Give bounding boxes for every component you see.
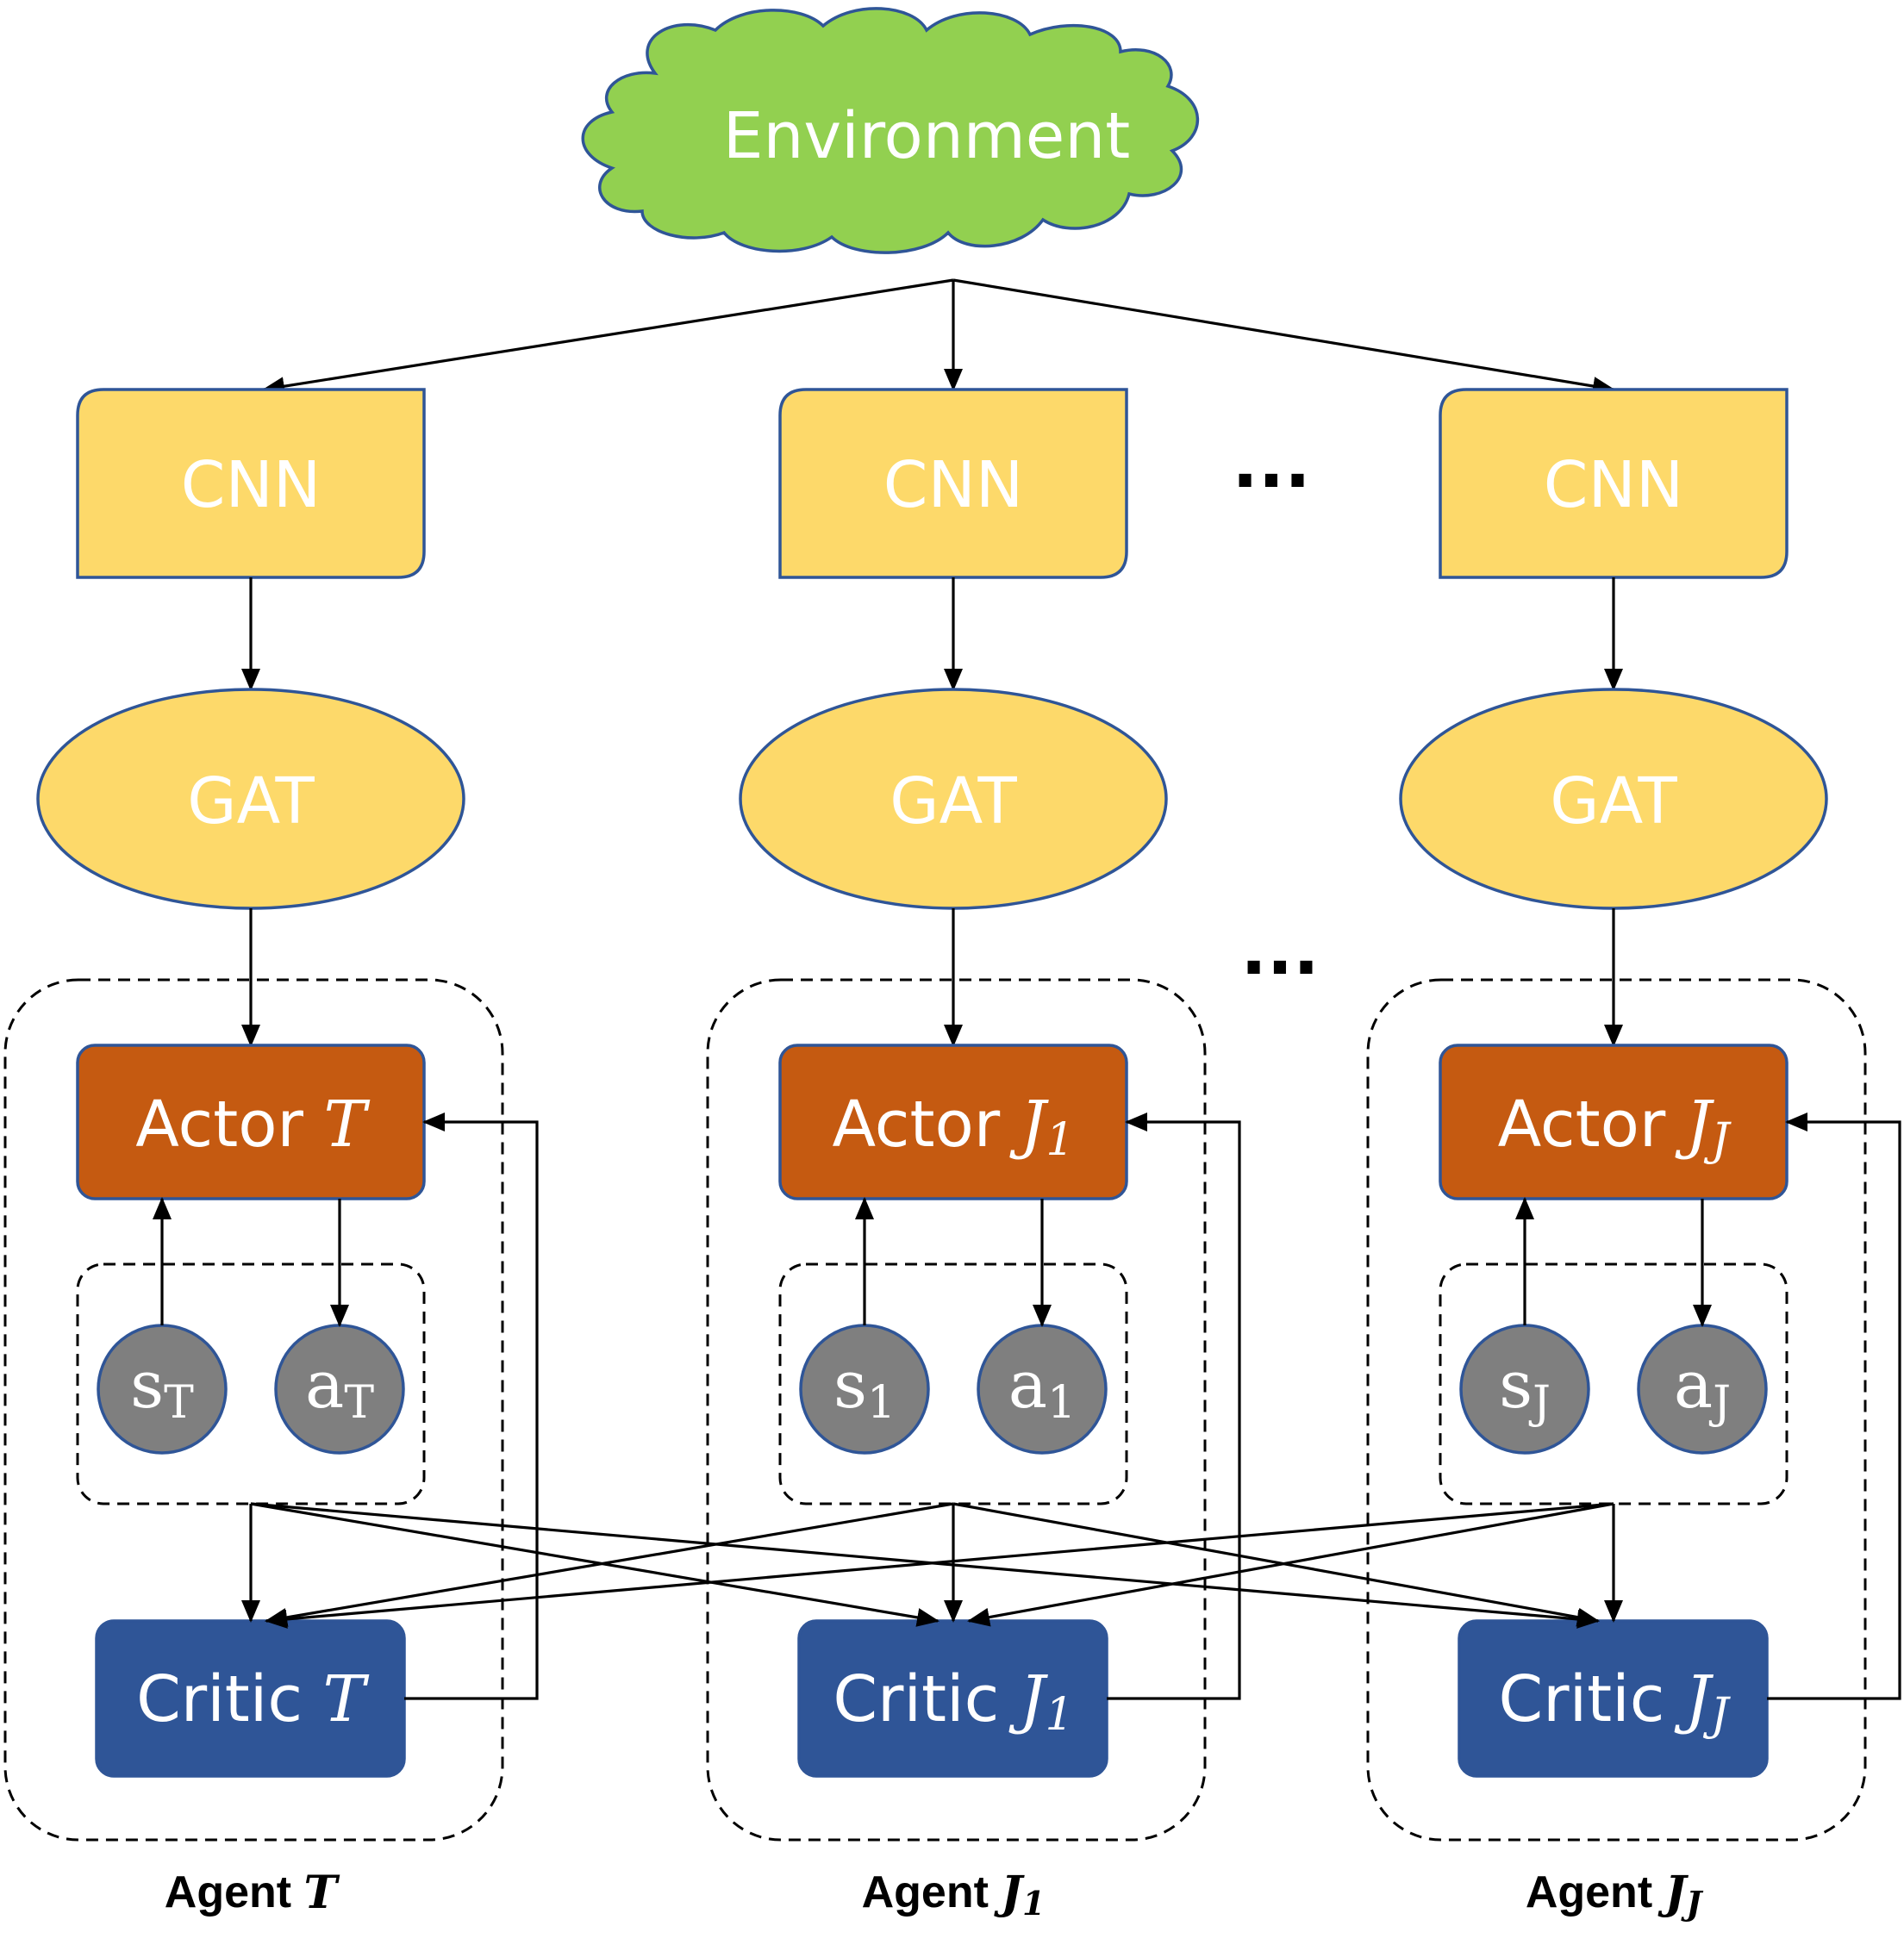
cloud-shape	[581, 7, 1200, 254]
actor-subscript: 1	[1046, 1114, 1074, 1166]
group-3-to-critic-2-edge	[967, 1502, 1614, 1627]
critic-to-actor-feedback	[404, 1113, 539, 1700]
agent-boundary	[1366, 978, 1867, 1842]
cnn-block	[1439, 388, 1789, 579]
state-action-group	[778, 1262, 1128, 1505]
group-2-to-critic-3-edge	[952, 1502, 1600, 1627]
state-action-group	[76, 1262, 426, 1505]
environment-cloud: Environment	[581, 7, 1200, 254]
cnn-block	[778, 388, 1128, 579]
state-label: sJ	[1499, 1346, 1551, 1430]
critic-symbol: T	[323, 1662, 370, 1736]
gat-label: GAT	[890, 764, 1017, 838]
action-base: a	[1674, 1346, 1713, 1423]
state-label: sT	[130, 1346, 194, 1430]
critic-to-actor-feedback	[1767, 1113, 1901, 1700]
actor-prefix: Actor	[832, 1088, 1020, 1162]
ellipsis-top: ...	[1232, 423, 1310, 503]
action-subscript: 1	[1047, 1377, 1076, 1429]
critic-subscript: 1	[1046, 1689, 1074, 1741]
state-label: s1	[833, 1346, 896, 1430]
cnn-label: CNN	[181, 448, 321, 522]
state-base: s	[1499, 1346, 1533, 1423]
gat-label: GAT	[1550, 764, 1677, 838]
agent-label: Agent J1	[862, 1867, 1046, 1923]
agent-boundary	[706, 978, 1207, 1842]
state-subscript: 1	[867, 1377, 896, 1429]
cnn-label: CNN	[883, 448, 1023, 522]
agent-boundary	[3, 978, 504, 1842]
actor-label: Actor JJ	[1498, 1088, 1732, 1166]
state-action-group	[1439, 1262, 1789, 1505]
critic-label: Critic J1	[833, 1662, 1073, 1741]
agent-label: Agent T	[165, 1867, 340, 1919]
environment-edges	[262, 278, 1615, 396]
critic-prefix: Critic	[136, 1662, 322, 1736]
actor-symbol: T	[323, 1088, 370, 1162]
state-subscript: J	[1528, 1377, 1551, 1429]
action-label: aJ	[1674, 1346, 1731, 1430]
group-3-to-critic-1-edge	[265, 1502, 1614, 1629]
agent-label-prefix: Agent	[1526, 1867, 1665, 1917]
action-base: a	[305, 1346, 344, 1423]
agent-label-symbol: T	[304, 1867, 340, 1919]
agent-label-subscript: 1	[1022, 1884, 1045, 1923]
cnn-block	[76, 388, 426, 579]
cross-critic-edges	[250, 1502, 1614, 1629]
group-2-to-critic-1-edge	[265, 1502, 954, 1627]
state-base: s	[833, 1346, 867, 1423]
actor-prefix: Actor	[1498, 1088, 1686, 1162]
critic-label: Critic JJ	[1499, 1662, 1732, 1741]
critic-to-actor-feedback	[1107, 1113, 1241, 1700]
state-base: s	[130, 1346, 164, 1423]
action-subscript: J	[1708, 1377, 1731, 1429]
agent-label-prefix: Agent	[165, 1867, 304, 1917]
state-subscript: T	[164, 1377, 194, 1429]
action-label: aT	[305, 1346, 374, 1430]
action-base: a	[1008, 1346, 1047, 1423]
ellipsis-middle: ...	[1240, 910, 1319, 990]
actor-prefix: Actor	[135, 1088, 323, 1162]
agent-label: Agent JJ	[1526, 1867, 1704, 1923]
agent-label-prefix: Agent	[862, 1867, 1002, 1917]
group-1-to-critic-2-edge	[250, 1502, 940, 1627]
environment-label: Environment	[723, 99, 1131, 173]
gat-label: GAT	[187, 764, 315, 838]
action-subscript: T	[344, 1377, 374, 1429]
critic-prefix: Critic	[833, 1662, 1019, 1736]
cnn-label: CNN	[1544, 448, 1683, 522]
actor-label: Actor T	[135, 1088, 370, 1162]
critic-label: Critic T	[136, 1662, 369, 1736]
env-to-cnn-3	[952, 278, 1615, 396]
actor-label: Actor J1	[832, 1088, 1074, 1166]
critic-prefix: Critic	[1499, 1662, 1685, 1736]
env-to-cnn-1	[262, 278, 954, 396]
action-label: a1	[1008, 1346, 1076, 1430]
